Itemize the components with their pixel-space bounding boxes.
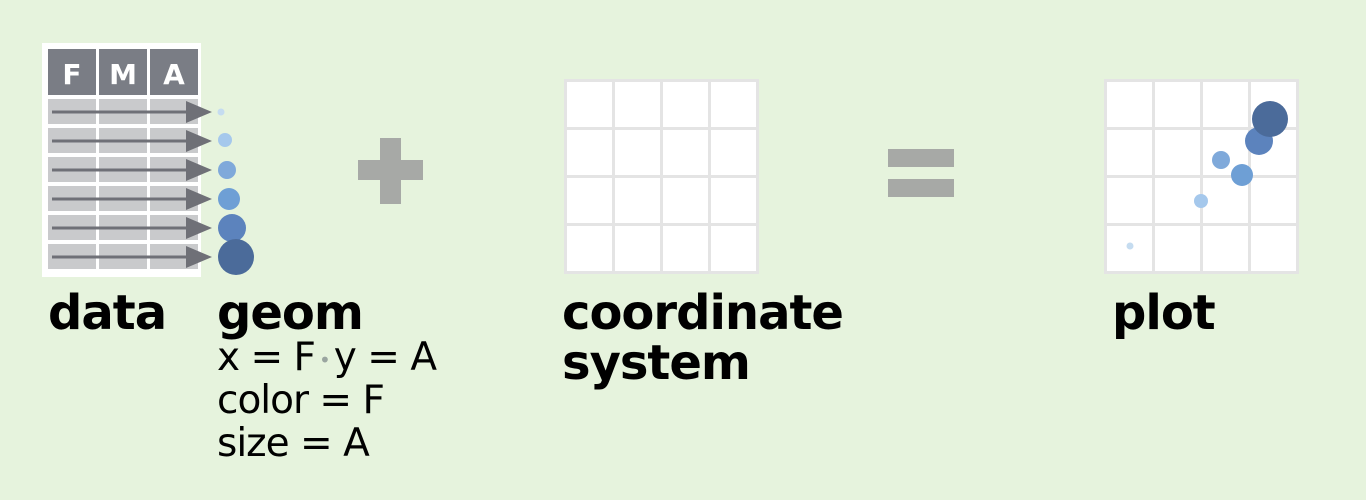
- table-header-A: [150, 49, 198, 95]
- grid-cell: [567, 178, 612, 223]
- grid-cell: [663, 130, 708, 175]
- geom-aes-xy: x = F•y = A: [217, 335, 437, 381]
- plot-point: [1126, 242, 1134, 250]
- plus-vertical-bar: [380, 138, 401, 204]
- table-header-A-label: A: [163, 58, 185, 91]
- grid-cell: [567, 130, 612, 175]
- grid-cell: [615, 178, 660, 223]
- plot-point: [1231, 164, 1253, 186]
- aes-y-mapping: y = A: [333, 335, 437, 380]
- row-arrow-head: [186, 188, 212, 210]
- table-rows: [48, 99, 212, 269]
- aes-color-mapping: color = F: [217, 378, 385, 423]
- grid-cell: [711, 178, 756, 223]
- plot-points: [1126, 101, 1288, 250]
- grid-cell: [567, 82, 612, 127]
- equals-bottom-bar: [888, 179, 954, 197]
- grid-cell: [1155, 226, 1200, 271]
- grid-cell: [1155, 130, 1200, 175]
- grid-cell: [1107, 130, 1152, 175]
- equals-operator: [888, 149, 954, 197]
- geom-point: [218, 161, 236, 179]
- aes-size-mapping: size = A: [217, 421, 370, 466]
- label-coordinate: coordinate: [562, 285, 844, 341]
- plot-point: [1252, 101, 1288, 137]
- grid-cell: [1203, 226, 1248, 271]
- grid-cell: [1107, 178, 1152, 223]
- grid-cell: [1251, 226, 1296, 271]
- grid-cell: [663, 226, 708, 271]
- table-header-F: [48, 49, 96, 95]
- grid-cell: [567, 226, 612, 271]
- grid-cell: [663, 82, 708, 127]
- row-arrow-head: [186, 130, 212, 152]
- grid-cell: [615, 82, 660, 127]
- separator-dot: •: [318, 347, 331, 372]
- label-data: data: [48, 285, 167, 341]
- label-plot: plot: [1112, 285, 1216, 341]
- grid-cell: [615, 226, 660, 271]
- label-geom: geom: [217, 285, 364, 341]
- grid-cell: [615, 130, 660, 175]
- grid-cell: [711, 82, 756, 127]
- plot-point: [1194, 194, 1208, 208]
- geom-points: [217, 108, 254, 275]
- plus-operator: [358, 138, 423, 204]
- row-arrow-head: [186, 217, 212, 239]
- row-arrow-head: [186, 246, 212, 268]
- geom-point: [218, 214, 246, 242]
- coordinate-system-grid: [564, 79, 759, 274]
- grid-cell: [1251, 178, 1296, 223]
- aes-x-mapping: x = F: [217, 335, 316, 380]
- grid-cell: [1155, 82, 1200, 127]
- grid-cell: [1107, 82, 1152, 127]
- table-header-M-label: M: [109, 58, 137, 91]
- grid-cell: [1203, 82, 1248, 127]
- plot-point: [1212, 151, 1230, 169]
- geom-point: [218, 133, 232, 147]
- data-table: F M A: [42, 43, 212, 277]
- geom-point: [218, 239, 254, 275]
- table-header-M: [99, 49, 147, 95]
- row-arrow-head: [186, 159, 212, 181]
- grid-cell: [711, 226, 756, 271]
- equals-top-bar: [888, 149, 954, 167]
- grid-cell: [711, 130, 756, 175]
- grid-cell: [663, 178, 708, 223]
- label-system: system: [562, 335, 751, 391]
- row-arrow-head: [186, 101, 212, 123]
- geom-point: [217, 108, 225, 116]
- grid-cell: [1155, 178, 1200, 223]
- geom-point: [218, 188, 240, 210]
- table-header-F-label: F: [62, 58, 81, 91]
